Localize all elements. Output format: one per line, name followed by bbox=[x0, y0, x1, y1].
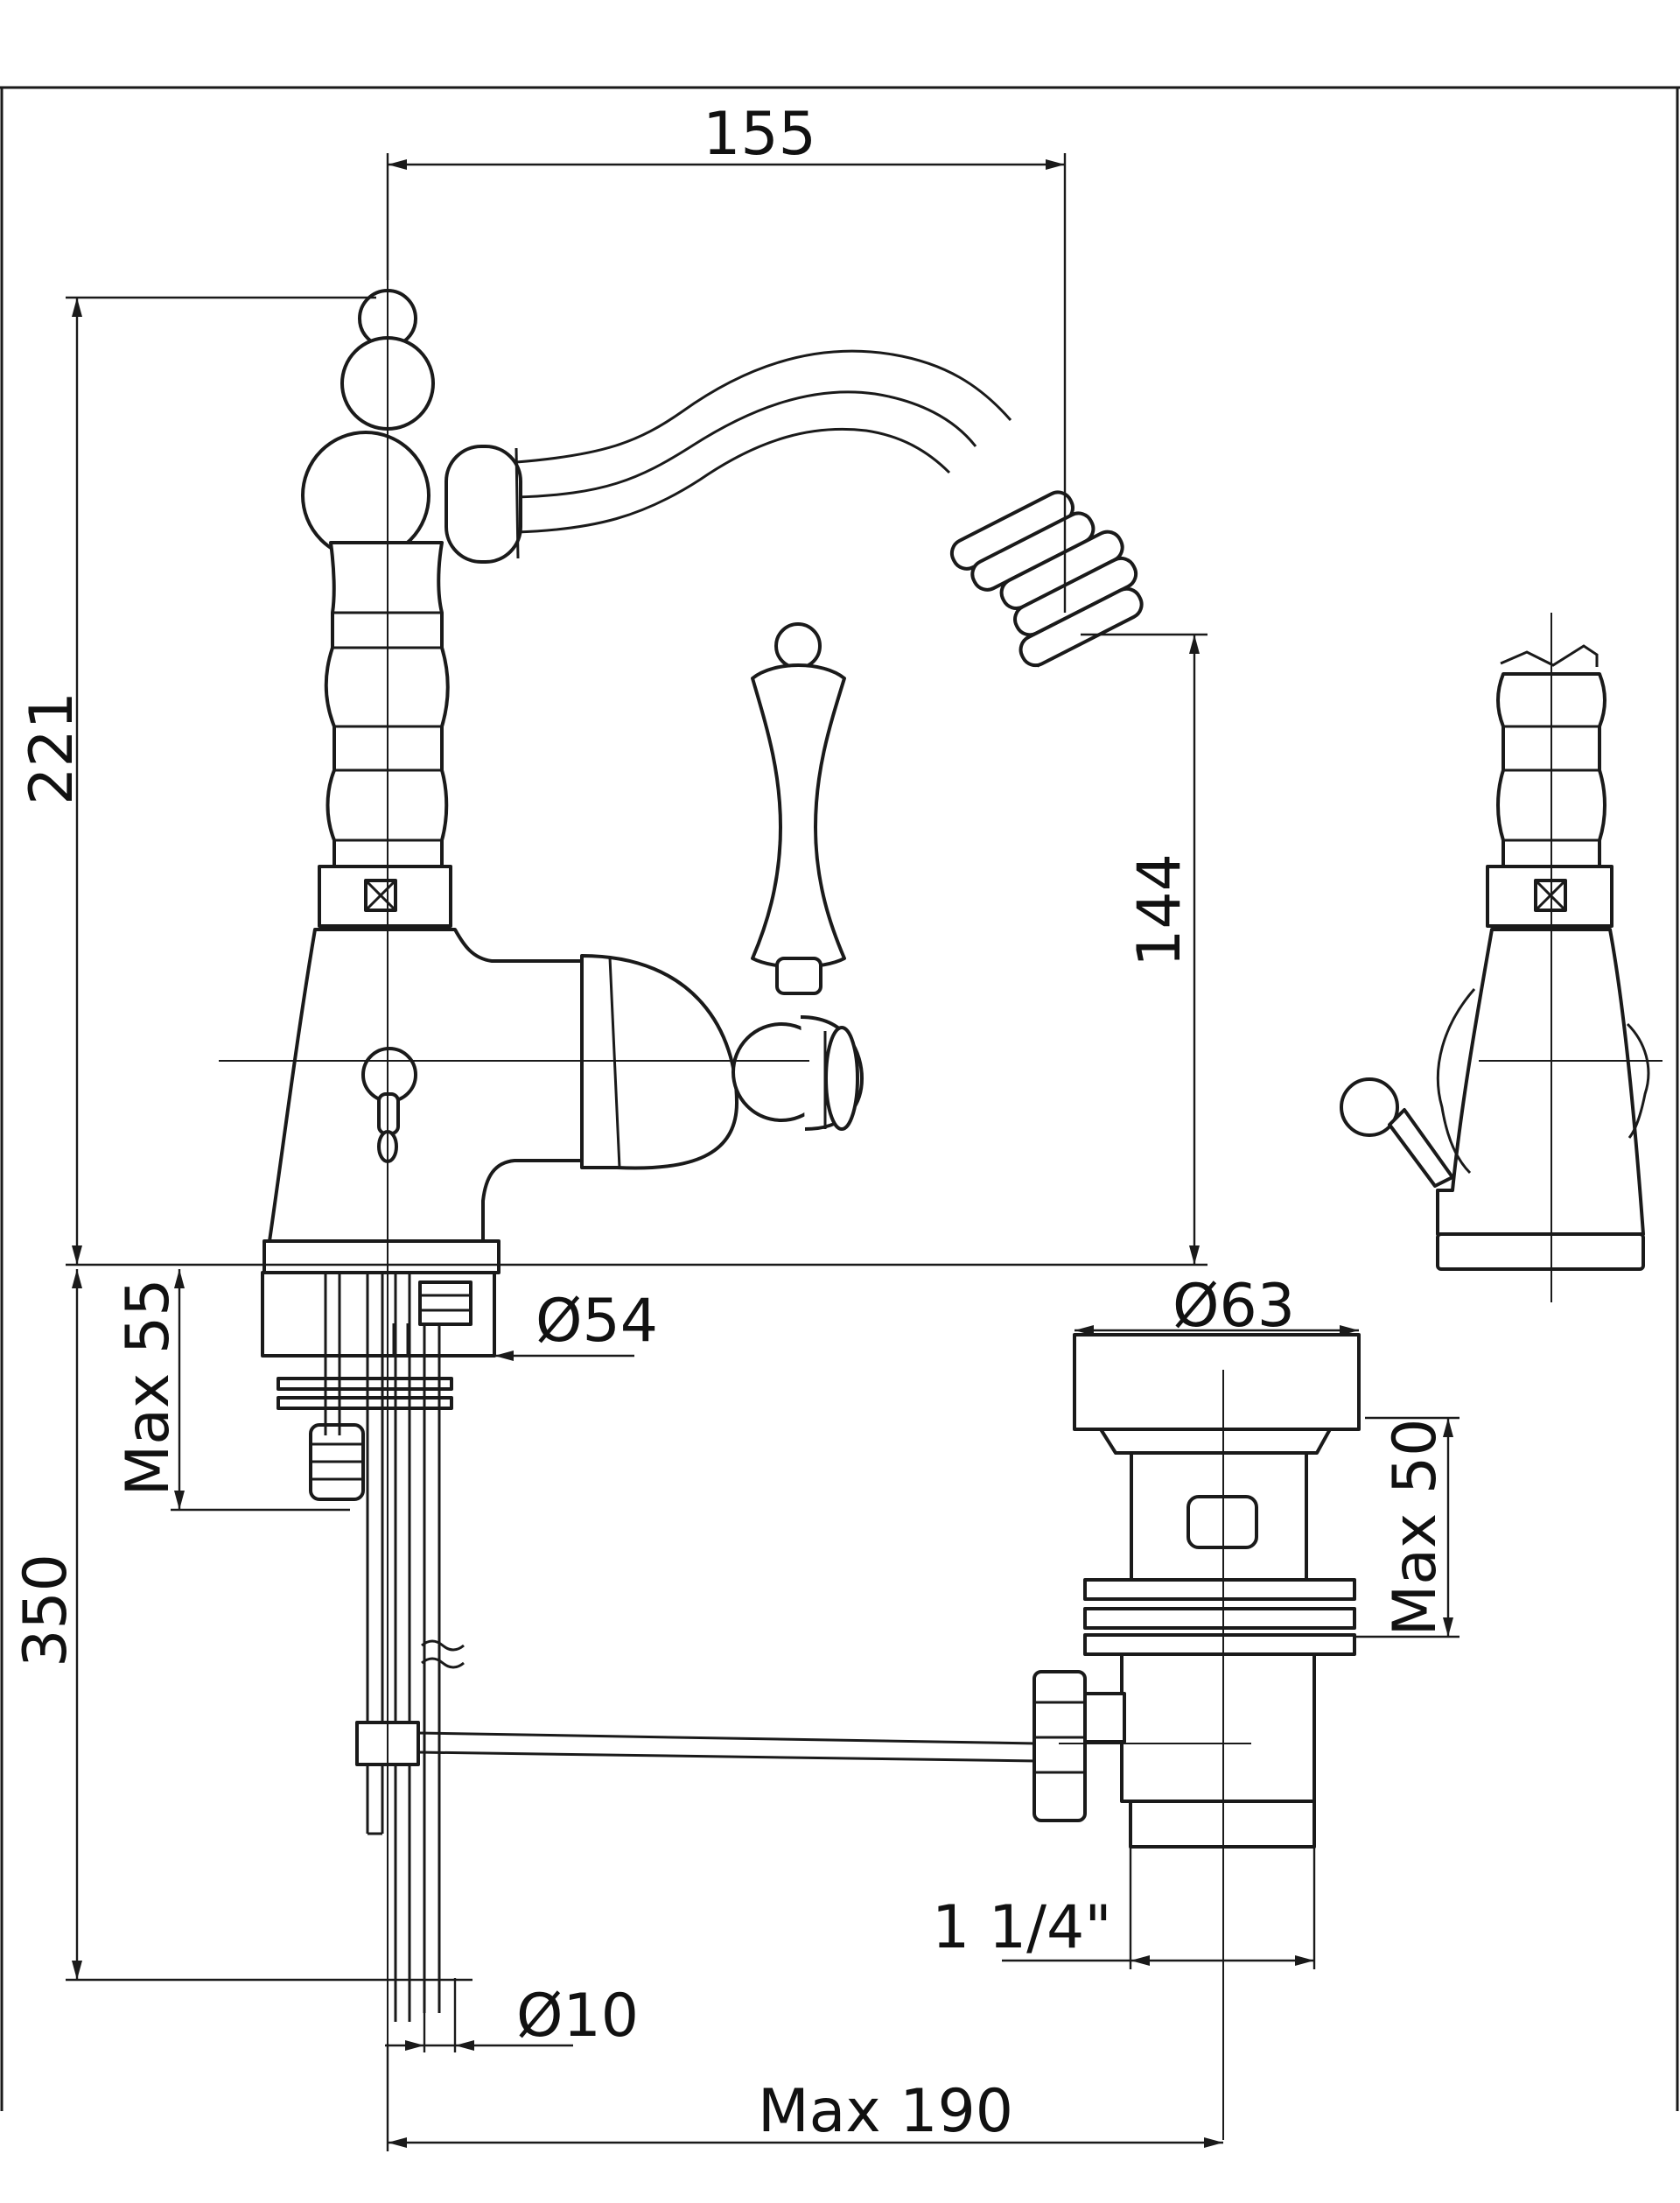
bidet-mixer-front-view bbox=[261, 289, 1144, 2022]
dim-waste-max-thickness: Max 50 bbox=[1381, 1419, 1450, 1637]
popup-rod bbox=[355, 1721, 1038, 1766]
dim-waste-diameter: Ø63 bbox=[1172, 1272, 1295, 1341]
spout bbox=[444, 349, 1012, 564]
mixer-side-view bbox=[1340, 644, 1650, 1271]
collar bbox=[318, 865, 452, 928]
dimension-lines bbox=[66, 153, 1460, 2151]
dim-max-deck-thickness: Max 55 bbox=[114, 1279, 183, 1497]
lever-handle bbox=[732, 622, 864, 1131]
dim-flange-diameter: Ø54 bbox=[536, 1287, 658, 1356]
popup-waste bbox=[1032, 1333, 1361, 1849]
dim-total-height: 221 bbox=[18, 691, 87, 805]
top-finial bbox=[301, 289, 435, 560]
dim-rod-diameter: Ø10 bbox=[516, 1982, 639, 2051]
center-lines bbox=[219, 267, 1662, 2140]
under-deck-fixing bbox=[261, 1271, 496, 1501]
base-flange bbox=[262, 1239, 500, 1274]
dim-waste-thread: 1 1/4" bbox=[932, 1893, 1112, 1962]
mixer-body bbox=[268, 928, 738, 1243]
dim-max-reach: Max 190 bbox=[758, 2077, 1013, 2146]
dim-rod-length: 350 bbox=[11, 1554, 80, 1667]
dimension-labels: 155 221 144 Ø54 Max 55 350 Ø63 Max 50 1 … bbox=[11, 100, 1450, 2146]
spout-aerator bbox=[949, 490, 1144, 668]
dim-spout-height: 144 bbox=[1125, 853, 1194, 967]
sheet-frame bbox=[0, 86, 1680, 2111]
dim-top-width: 155 bbox=[703, 100, 816, 169]
